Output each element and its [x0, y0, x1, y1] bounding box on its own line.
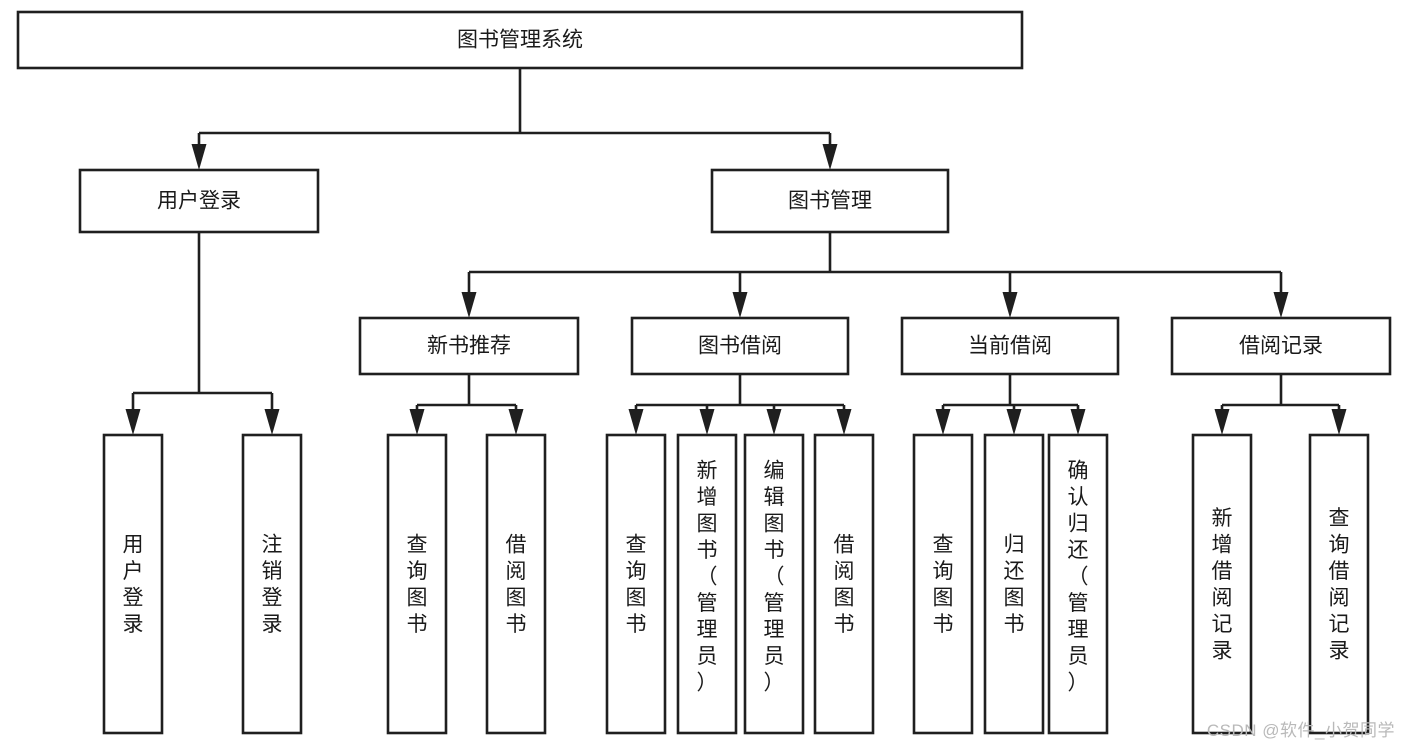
node-root[interactable]: 图书管理系统	[16, 10, 1024, 70]
node-book-borrow[interactable]: 图书借阅	[630, 316, 850, 376]
node-label: 图书借阅	[698, 335, 782, 358]
node-box[interactable]	[1191, 433, 1253, 735]
connector-group	[1214, 374, 1347, 435]
node-leaf-add-book[interactable]: 新增图书（管理员）	[676, 433, 738, 735]
connector-group	[125, 232, 280, 435]
node-user-login[interactable]: 用户登录	[78, 168, 320, 234]
node-label: 当前借阅	[968, 335, 1052, 358]
connector-layer	[125, 68, 1347, 435]
node-label: 用户登录	[123, 534, 144, 637]
node-box[interactable]	[485, 433, 547, 735]
arrow-head-icon	[935, 409, 951, 435]
node-book-manage[interactable]: 图书管理	[710, 168, 950, 234]
node-label: 编辑图书（管理员）	[764, 460, 785, 695]
arrow-head-icon	[836, 409, 852, 435]
node-box[interactable]	[1047, 433, 1109, 735]
node-borrow-record[interactable]: 借阅记录	[1170, 316, 1392, 376]
node-layer: 图书管理系统用户登录图书管理新书推荐图书借阅当前借阅借阅记录用户登录注销登录查询…	[16, 10, 1392, 735]
watermark-text: CSDN @软件_小贺同学	[1206, 721, 1395, 740]
arrow-head-icon	[264, 409, 280, 435]
arrow-head-icon	[1214, 409, 1230, 435]
arrow-head-icon	[1006, 409, 1022, 435]
connector-group	[461, 232, 1289, 318]
node-box[interactable]	[983, 433, 1045, 735]
node-box[interactable]	[912, 433, 974, 735]
node-leaf-query-book-rec[interactable]: 查询图书	[386, 433, 448, 735]
connector-group	[935, 374, 1086, 435]
node-box[interactable]	[813, 433, 875, 735]
node-leaf-borrow-book-b[interactable]: 借阅图书	[813, 433, 875, 735]
node-box[interactable]	[676, 433, 738, 735]
node-label: 借阅图书	[506, 534, 527, 637]
arrow-head-icon	[125, 409, 141, 435]
node-box[interactable]	[102, 433, 164, 735]
node-label: 新书推荐	[427, 335, 511, 358]
node-leaf-borrow-book-rec[interactable]: 借阅图书	[485, 433, 547, 735]
node-box[interactable]	[16, 10, 1024, 70]
node-current-borrow[interactable]: 当前借阅	[900, 316, 1120, 376]
node-box[interactable]	[743, 433, 805, 735]
node-label: 归还图书	[1004, 534, 1025, 637]
arrow-head-icon	[699, 409, 715, 435]
node-box[interactable]	[386, 433, 448, 735]
arrow-head-icon	[461, 292, 477, 318]
arrow-head-icon	[191, 144, 207, 170]
connector-group	[628, 374, 852, 435]
arrow-head-icon	[1331, 409, 1347, 435]
node-leaf-confirm-return[interactable]: 确认归还（管理员）	[1047, 433, 1109, 735]
arrow-head-icon	[732, 292, 748, 318]
arrow-head-icon	[508, 409, 524, 435]
node-label: 用户登录	[157, 190, 241, 213]
node-label: 查询图书	[407, 534, 428, 637]
node-leaf-edit-book[interactable]: 编辑图书（管理员）	[743, 433, 805, 735]
node-label: 借阅记录	[1239, 335, 1323, 358]
node-leaf-query-record[interactable]: 查询借阅记录	[1308, 433, 1370, 735]
arrow-head-icon	[1273, 292, 1289, 318]
node-label: 查询图书	[626, 534, 647, 637]
node-label: 注销登录	[262, 534, 283, 637]
node-label: 查询借阅记录	[1329, 507, 1350, 663]
node-label: 查询图书	[933, 534, 954, 637]
node-box[interactable]	[358, 316, 580, 376]
arrow-head-icon	[409, 409, 425, 435]
node-leaf-logout[interactable]: 注销登录	[241, 433, 303, 735]
node-box[interactable]	[710, 168, 950, 234]
node-label: 新增图书（管理员）	[697, 460, 718, 695]
node-box[interactable]	[630, 316, 850, 376]
node-leaf-query-book-b[interactable]: 查询图书	[605, 433, 667, 735]
node-box[interactable]	[78, 168, 320, 234]
arrow-head-icon	[1002, 292, 1018, 318]
arrow-head-icon	[1070, 409, 1086, 435]
connector-group	[191, 68, 838, 170]
node-new-book-rec[interactable]: 新书推荐	[358, 316, 580, 376]
node-leaf-user-login[interactable]: 用户登录	[102, 433, 164, 735]
node-box[interactable]	[1308, 433, 1370, 735]
node-label: 图书管理	[788, 190, 872, 213]
node-leaf-add-record[interactable]: 新增借阅记录	[1191, 433, 1253, 735]
arrow-head-icon	[628, 409, 644, 435]
node-leaf-return-book[interactable]: 归还图书	[983, 433, 1045, 735]
node-label: 图书管理系统	[457, 29, 583, 52]
node-box[interactable]	[241, 433, 303, 735]
node-box[interactable]	[605, 433, 667, 735]
node-label: 新增借阅记录	[1212, 507, 1233, 663]
arrow-head-icon	[766, 409, 782, 435]
node-box[interactable]	[1170, 316, 1392, 376]
node-label: 确认归还（管理员）	[1068, 460, 1089, 695]
node-leaf-query-book-c[interactable]: 查询图书	[912, 433, 974, 735]
arrow-head-icon	[822, 144, 838, 170]
node-label: 借阅图书	[834, 534, 855, 637]
node-box[interactable]	[900, 316, 1120, 376]
connector-group	[409, 374, 524, 435]
